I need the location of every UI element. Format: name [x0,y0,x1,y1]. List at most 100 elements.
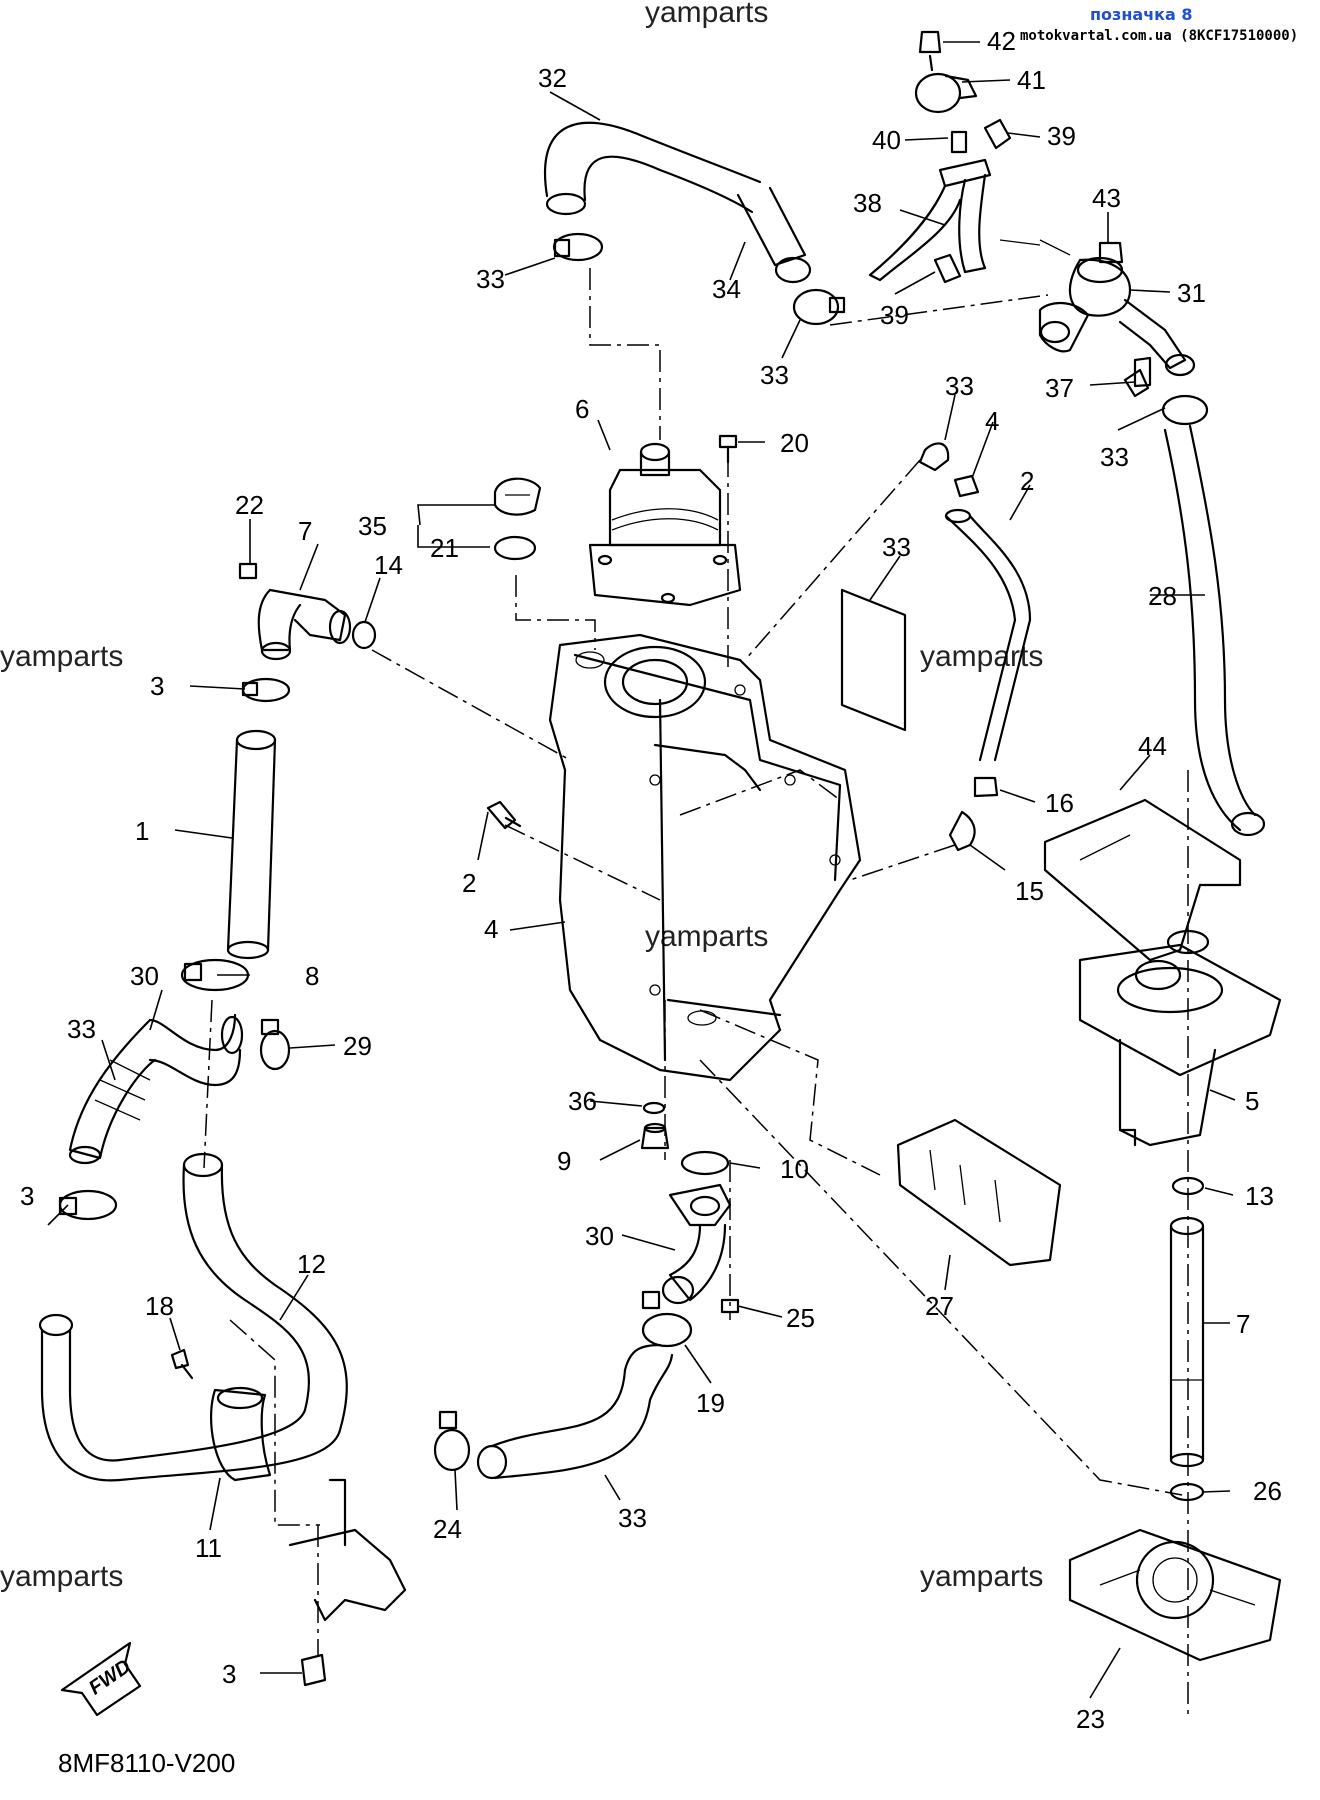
callout-32: 32 [538,63,567,93]
callout-31: 31 [1177,278,1206,308]
clamp-11 [641,1290,693,1348]
callout-4: 15 [1015,876,1044,906]
watermark: yamparts [645,920,768,953]
callout-33: 33 [476,264,505,294]
callout-12: 30 [585,1221,614,1251]
parts [38,30,1282,1717]
callout-39: 39 [880,300,909,330]
callout-7: 22 [235,490,264,520]
callout-38: 38 [853,188,882,218]
callout-10: 9 [557,1146,571,1176]
diagram-code: 8MF8110-V200 [58,1748,235,1778]
screw-25 [170,1348,194,1380]
callout-2: 4 [985,406,999,436]
ring-3-right [1169,1176,1205,1502]
callout-7: 25 [786,1303,815,1333]
callout-22: 21 [430,533,459,563]
fwd-arrow [60,1641,142,1717]
hose-26 [476,1343,674,1480]
watermark: yamparts [0,640,123,673]
cap-21 [493,477,542,561]
leader-lines [47,41,1236,1699]
callout-26: 33 [618,1503,647,1533]
callout-2: 16 [1045,788,1074,818]
clamp-33-mid [792,288,846,326]
clamp-33-lower [433,1410,471,1472]
callout-30: 3 [20,1181,34,1211]
assembly-lines [203,268,1189,1720]
elbow-4 [918,442,976,852]
callout-41: 41 [1017,65,1046,95]
fitting-31-group [999,239,1196,398]
watermark: yamparts [645,0,768,29]
callout-24: 11 [195,1533,222,1563]
hose-32-34 [544,121,812,284]
callout-42: 42 [987,26,1016,56]
callout-30: 8 [305,961,319,991]
callout-16: 44 [1138,731,1167,761]
callout-33: 3 [150,671,164,701]
cap-2 [953,474,999,798]
bracket-38-group [868,30,1012,284]
callout-44: 28 [1148,581,1177,611]
elbow-14 [238,562,377,661]
hose-6 [944,508,1032,762]
callout-25: 18 [145,1291,174,1321]
callout-5: 36 [568,1086,597,1116]
callout-3: 13 [1245,1181,1274,1211]
plate-16 [1043,798,1242,962]
clamp-33-29 [259,1018,291,1071]
housing-20 [588,442,742,607]
grommet-24 [209,1386,272,1482]
callout-40: 40 [872,125,901,155]
housing-9 [1078,943,1282,1147]
callout-19: 7 [1236,1309,1250,1339]
callout-17: 23 [1076,1704,1105,1734]
callout-27: 12 [297,1249,326,1279]
header-label: позначка 8 [1090,5,1193,24]
callout-43: 43 [1092,183,1121,213]
hose-29-36 [68,1013,244,1165]
callout-33: 29 [343,1031,372,1061]
callout-23: 3 [222,1659,236,1689]
tank-8 [548,633,862,1082]
callout-6: 2 [1020,466,1034,496]
drain-parts [640,1101,730,1176]
callout-labels: 42 41 40 39 38 43 31 32 33 34 33 39 33 3… [20,26,1282,1734]
bolt-1 [486,800,522,830]
screw-35 [718,434,738,464]
hose-44 [1161,394,1266,837]
callout-13: 10 [780,1154,809,1184]
callout-37: 37 [1045,373,1074,403]
grate-17 [1068,1528,1282,1662]
callout-18: 27 [925,1291,954,1321]
clamp-33-top [552,232,604,262]
callout-11: 19 [696,1388,725,1418]
callout-39: 39 [1047,121,1076,151]
callout-15: 1 [135,816,149,846]
callout-14: 7 [298,516,312,546]
fwd-label: FWD [85,1655,135,1699]
callout-8: 4 [484,914,498,944]
callout-34: 34 [712,274,741,304]
callout-33: 24 [433,1514,462,1544]
callout-1: 2 [462,868,476,898]
callout-20: 6 [575,394,589,424]
header-site: motokvartal.com.ua (8KCF17510000) [1020,28,1298,44]
pipe-19 [1169,1216,1205,1468]
callout-21: 35 [358,511,387,541]
label-28 [840,588,907,732]
callout-33: 33 [760,360,789,390]
callout-3: 26 [1253,1476,1282,1506]
callout-28: 33 [882,532,911,562]
callout-4: 33 [945,371,974,401]
plate-18 [896,1118,1062,1267]
bracket-23 [288,1478,407,1687]
callout-33: 33 [1100,442,1129,472]
callout-35: 20 [780,428,809,458]
callout-36: 33 [67,1014,96,1044]
callout-9: 5 [1245,1086,1259,1116]
watermark: yamparts [920,1560,1043,1593]
